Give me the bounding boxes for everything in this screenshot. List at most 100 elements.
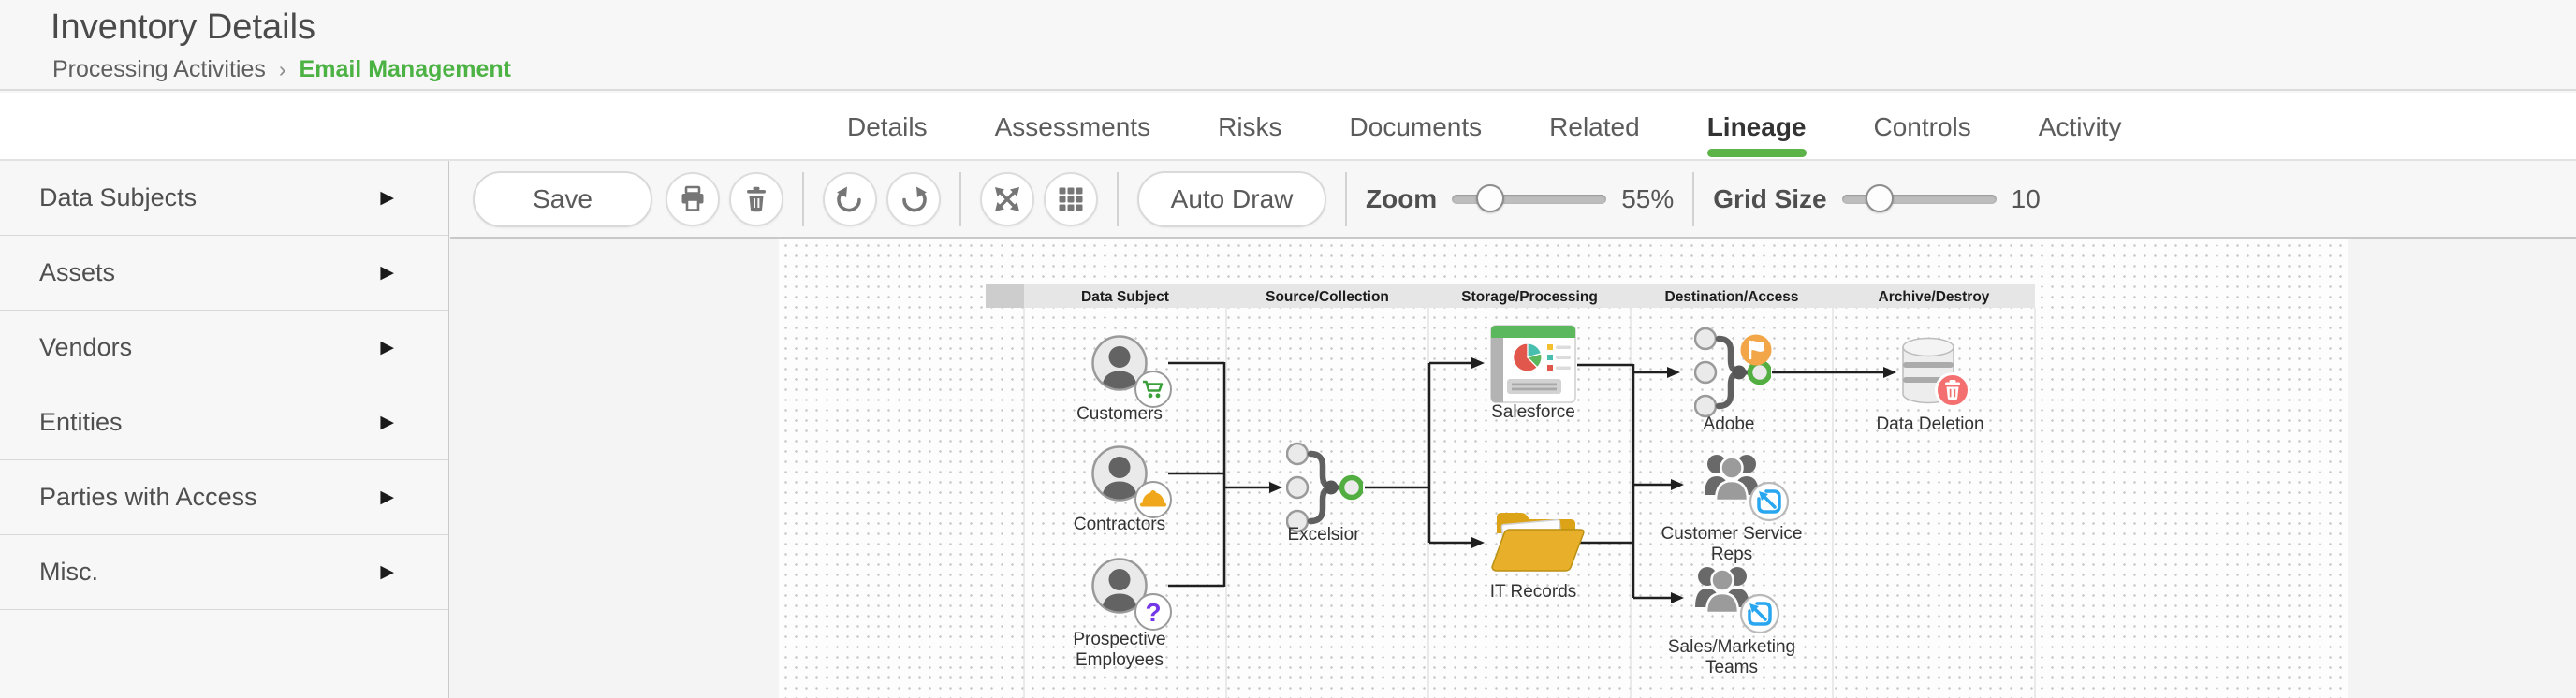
zoom-label: Zoom xyxy=(1366,183,1438,213)
grid-icon xyxy=(1059,187,1083,211)
redo-button[interactable] xyxy=(886,171,941,226)
sidebar-item-label: Vendors xyxy=(39,333,133,361)
sidebar-item-assets[interactable]: Assets ▶ xyxy=(0,236,448,311)
node-label: Excelsior xyxy=(1287,525,1360,545)
tab-documents[interactable]: Documents xyxy=(1349,111,1483,141)
printer-icon xyxy=(681,185,704,211)
node-data-deletion[interactable]: Data Deletion xyxy=(1876,337,1984,435)
sidebar-item-vendors[interactable]: Vendors ▶ xyxy=(0,311,448,385)
zoom-slider-thumb[interactable] xyxy=(1476,183,1505,212)
access-arrow-icon xyxy=(1739,593,1780,634)
node-customer-service-reps[interactable]: Customer Service Reps xyxy=(1661,453,1803,564)
people-group-icon xyxy=(1703,453,1761,502)
node-label: Salesforce xyxy=(1491,402,1575,422)
sidebar-item-label: Entities xyxy=(39,408,123,436)
chevron-right-icon: ▶ xyxy=(380,338,394,357)
toolbar-divider xyxy=(959,171,961,226)
node-label: Contractors xyxy=(1074,515,1165,534)
undo-icon xyxy=(837,186,861,211)
column-headers: Data Subject Source/Collection Storage/P… xyxy=(1081,289,1990,305)
node-sales-marketing-teams[interactable]: Sales/Marketing Teams xyxy=(1668,565,1795,677)
node-label: Reps xyxy=(1711,545,1752,564)
badge-circle xyxy=(1134,593,1172,631)
sidebar-item-parties-with-access[interactable]: Parties with Access ▶ xyxy=(0,460,448,535)
grid-size-slider-track[interactable] xyxy=(1841,194,1997,204)
column-header: Storage/Processing xyxy=(1461,289,1598,305)
tab-bar: Details Assessments Risks Documents Rela… xyxy=(0,93,2576,161)
chevron-right-icon: ▶ xyxy=(380,263,394,283)
lineage-edges xyxy=(1168,357,1896,603)
column-header: Archive/Destroy xyxy=(1879,289,1990,305)
node-excelsior[interactable]: Excelsior xyxy=(1287,444,1362,545)
hard-hat-icon xyxy=(1140,490,1166,507)
node-label: Customers xyxy=(1076,404,1163,424)
zoom-slider-track[interactable] xyxy=(1452,194,1607,204)
print-button[interactable] xyxy=(666,171,720,226)
tab-risks[interactable]: Risks xyxy=(1218,111,1282,141)
sidebar-item-entities[interactable]: Entities ▶ xyxy=(0,385,448,460)
trash-icon xyxy=(747,186,766,211)
folder-icon xyxy=(1491,513,1585,572)
diagram-grid-area[interactable]: Data Subject Source/Collection Storage/P… xyxy=(779,239,2348,698)
node-label: Employees xyxy=(1076,650,1164,670)
node-salesforce[interactable]: Salesforce xyxy=(1490,325,1576,422)
sidebar-item-misc[interactable]: Misc. ▶ xyxy=(0,535,448,610)
delete-button[interactable] xyxy=(729,171,783,226)
access-arrow-icon xyxy=(1749,481,1790,522)
breadcrumb-separator-icon: › xyxy=(278,57,286,81)
node-label: Data Deletion xyxy=(1876,414,1983,434)
save-button[interactable]: Save xyxy=(473,170,652,227)
column-header: Data Subject xyxy=(1081,289,1169,305)
tab-activity[interactable]: Activity xyxy=(2038,111,2122,141)
grid-size-label: Grid Size xyxy=(1713,183,1827,213)
tab-details[interactable]: Details xyxy=(847,111,928,141)
fit-to-screen-button[interactable] xyxy=(980,171,1034,226)
trash-icon xyxy=(1945,380,1960,400)
node-contractors[interactable]: Contractors xyxy=(1074,447,1172,535)
grid-size-value: 10 xyxy=(2011,183,2041,213)
sidebar-item-label: Data Subjects xyxy=(39,183,198,211)
flag-icon xyxy=(1749,340,1764,360)
merge-junction-icon xyxy=(1287,444,1362,531)
node-prospective-employees[interactable]: ? Prospective Employees xyxy=(1073,560,1172,671)
sidebar-item-label: Misc. xyxy=(39,558,98,586)
toolbar-divider xyxy=(1692,171,1695,226)
grid-size-slider-thumb[interactable] xyxy=(1865,183,1894,212)
breadcrumb: Processing Activities › Email Management xyxy=(52,56,511,83)
tab-controls[interactable]: Controls xyxy=(1873,111,1971,141)
node-label: Sales/Marketing xyxy=(1668,637,1795,657)
shopping-cart-icon xyxy=(1143,380,1164,399)
people-group-icon xyxy=(1693,565,1751,615)
node-label: Adobe xyxy=(1704,414,1755,434)
zoom-slider[interactable] xyxy=(1452,183,1607,215)
chevron-right-icon: ▶ xyxy=(380,487,394,507)
node-adobe[interactable]: Adobe xyxy=(1695,328,1772,434)
chevron-right-icon: ▶ xyxy=(380,413,394,432)
node-customers[interactable]: Customers xyxy=(1076,337,1172,425)
tab-assessments[interactable]: Assessments xyxy=(994,111,1151,141)
grid-size-slider[interactable] xyxy=(1841,183,1997,215)
lineage-canvas[interactable]: Data Subject Source/Collection Storage/P… xyxy=(450,239,2576,698)
node-it-records[interactable]: IT Records xyxy=(1490,513,1585,602)
chevron-right-icon: ▶ xyxy=(380,188,394,208)
toolbar-divider xyxy=(802,171,804,226)
node-label: Customer Service xyxy=(1661,524,1803,544)
redo-icon xyxy=(902,186,927,211)
breadcrumb-current: Email Management xyxy=(299,56,511,82)
tab-lineage[interactable]: Lineage xyxy=(1706,93,1807,161)
auto-draw-button[interactable]: Auto Draw xyxy=(1137,170,1326,227)
sidebar-item-label: Assets xyxy=(39,258,116,286)
node-label: IT Records xyxy=(1490,582,1577,602)
expand-arrows-icon xyxy=(995,186,1019,211)
column-header: Destination/Access xyxy=(1665,289,1799,305)
grid-view-button[interactable] xyxy=(1044,171,1098,226)
undo-button[interactable] xyxy=(823,171,877,226)
sidebar-item-label: Parties with Access xyxy=(39,483,257,511)
badge-circle xyxy=(1134,371,1172,408)
tab-related[interactable]: Related xyxy=(1549,111,1640,141)
sidebar-item-data-subjects[interactable]: Data Subjects ▶ xyxy=(0,161,448,236)
breadcrumb-parent[interactable]: Processing Activities xyxy=(52,56,266,82)
question-mark-icon: ? xyxy=(1145,598,1161,627)
diagram-toolbar: Save xyxy=(450,161,2576,239)
